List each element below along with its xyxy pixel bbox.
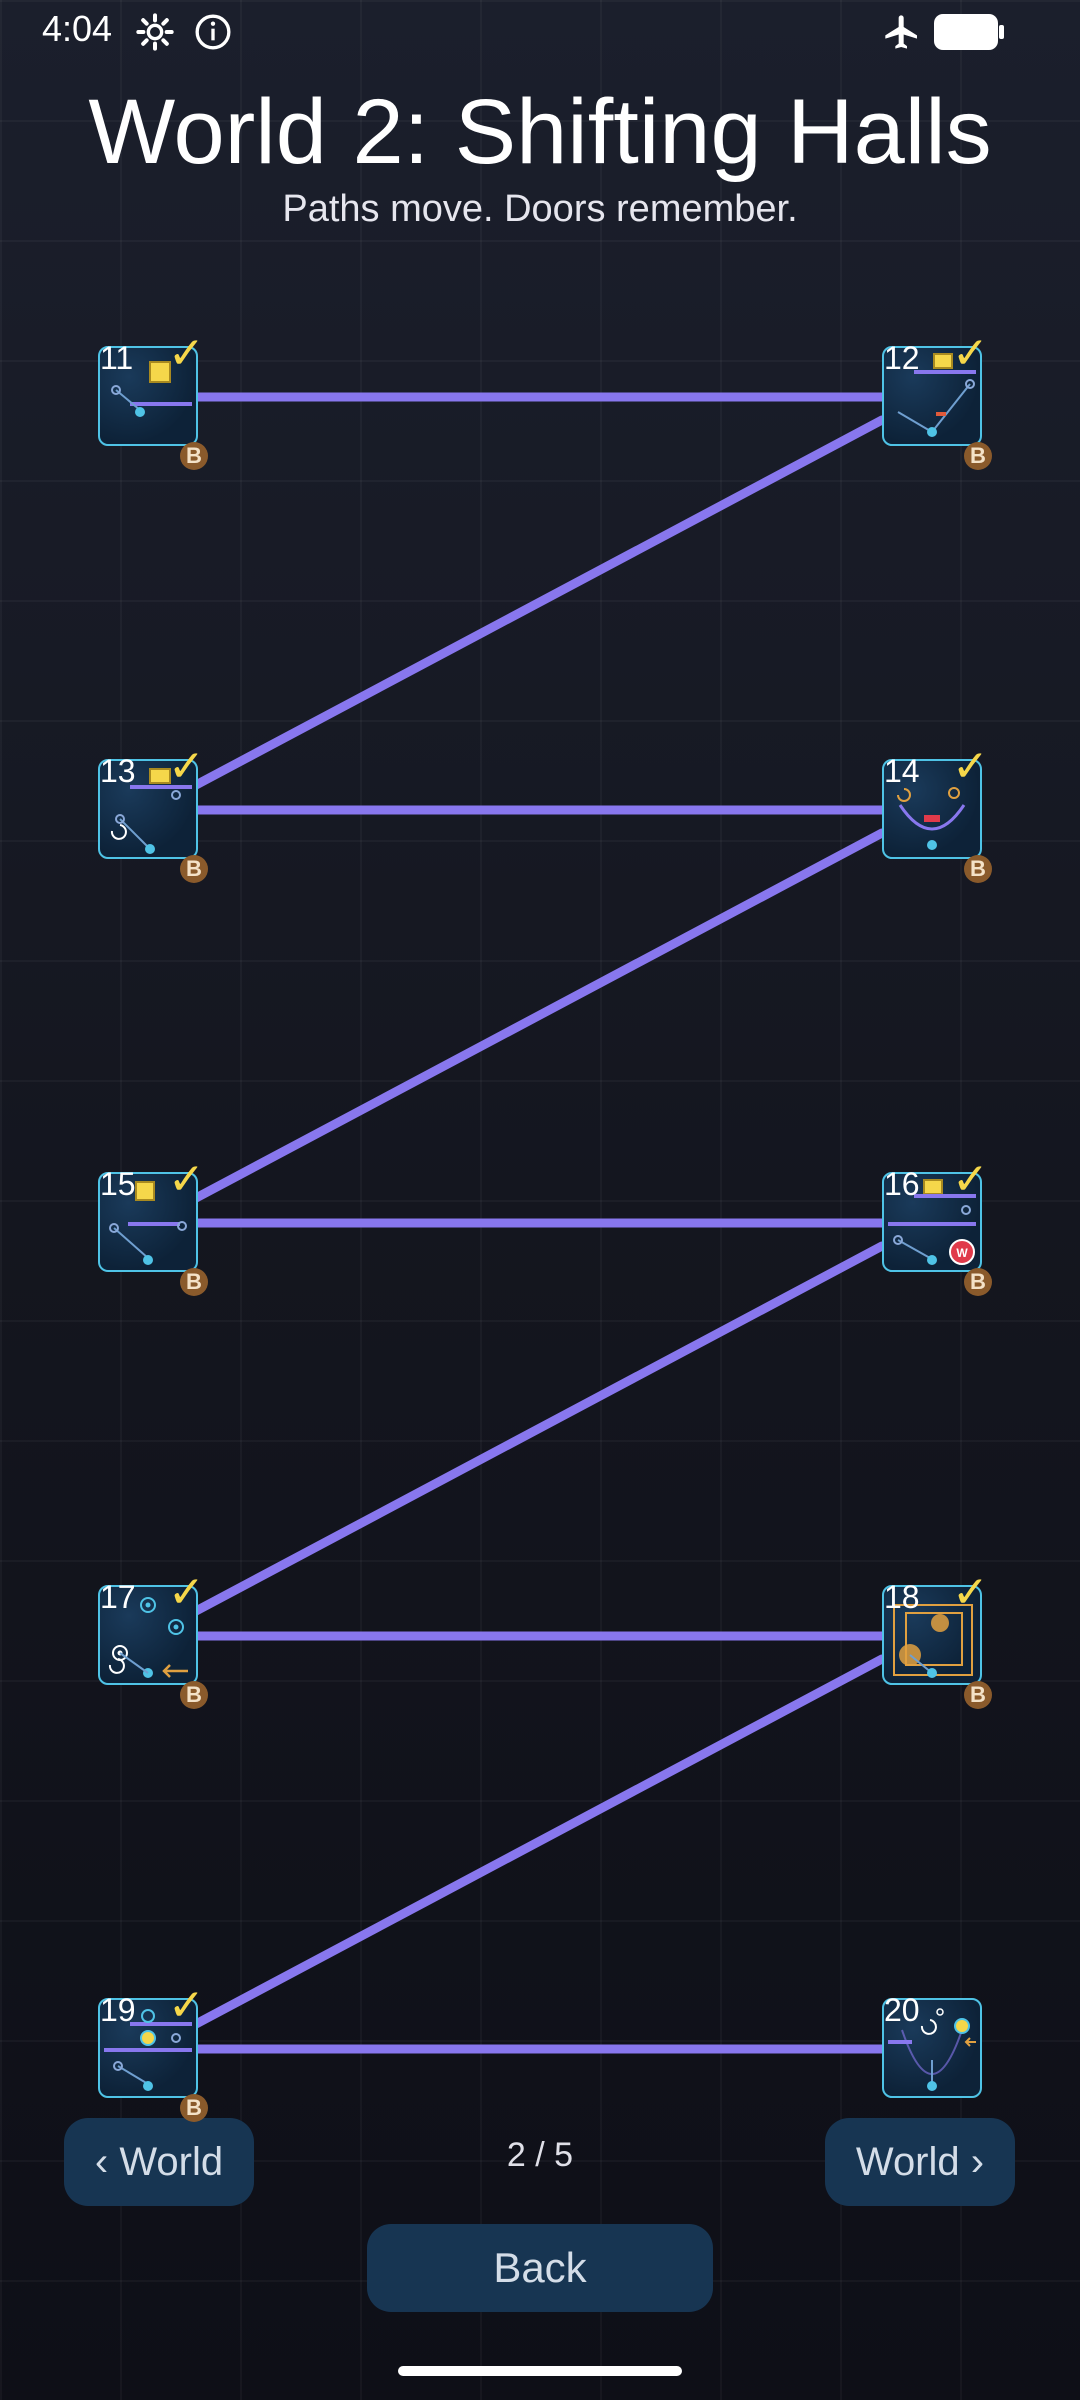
- level-thumbnail: [98, 1585, 198, 1685]
- level-thumbnail: [882, 346, 982, 446]
- puzzle-preview-icon: [893, 1604, 973, 1678]
- previous-world-button[interactable]: ‹ World: [64, 2118, 254, 2206]
- completed-check-icon: ✓: [952, 1567, 989, 1618]
- level-thumbnail: [98, 346, 198, 446]
- level-number: 12: [884, 340, 920, 376]
- completed-check-icon: ✓: [168, 328, 205, 379]
- level-thumbnail: [98, 759, 198, 859]
- settings-gear-icon: [136, 13, 174, 51]
- level-badge: B: [964, 1681, 992, 1709]
- level-thumbnail: [98, 1172, 198, 1272]
- level-number: 19: [100, 1992, 136, 2028]
- level-number: 14: [884, 753, 920, 789]
- puzzle-preview-icon: [888, 2008, 976, 2091]
- level-number: 11: [100, 340, 134, 376]
- level-18[interactable]: 18 ✓ B: [882, 1567, 992, 1709]
- level-badge: B: [964, 442, 992, 470]
- level-number: 20: [884, 1992, 920, 2028]
- puzzle-preview-icon: [104, 2009, 192, 2091]
- level-thumbnail: [882, 1585, 982, 1685]
- completed-check-icon: ✓: [952, 328, 989, 379]
- level-17[interactable]: 17 ✓ B: [98, 1567, 208, 1709]
- level-badge: B: [180, 1268, 208, 1296]
- level-thumbnail: [98, 1998, 198, 2098]
- level-11[interactable]: 11 ✓ B: [98, 328, 208, 470]
- status-bar: 4:04: [0, 0, 1080, 64]
- world-title: World 2: Shifting Halls: [88, 81, 992, 183]
- level-20[interactable]: 20: [882, 1992, 982, 2098]
- level-badge: B: [180, 1681, 208, 1709]
- level-thumbnail: W: [882, 1172, 982, 1272]
- level-thumbnail: [882, 759, 982, 859]
- completed-check-icon: ✓: [168, 1567, 205, 1618]
- level-badge: B: [964, 1268, 992, 1296]
- path-16-17: [191, 1241, 887, 1616]
- level-thumbnail: [882, 1998, 982, 2098]
- puzzle-preview-icon: [110, 768, 192, 854]
- level-14[interactable]: 14 ✓ B: [882, 741, 992, 883]
- level-badge: B: [964, 855, 992, 883]
- airplane-mode-icon: [885, 15, 917, 49]
- level-number: 17: [100, 1579, 136, 1615]
- level-number: 15: [100, 1166, 136, 1202]
- home-indicator[interactable]: [398, 2366, 682, 2376]
- puzzle-preview-icon: [111, 361, 192, 417]
- puzzle-preview-icon: [108, 1597, 188, 1678]
- completed-check-icon: ✓: [168, 741, 205, 792]
- info-icon: [195, 14, 231, 50]
- level-badge: B: [180, 442, 208, 470]
- path-14-15: [191, 828, 887, 1203]
- level-12[interactable]: 12 ✓ B: [882, 328, 992, 470]
- world-subtitle: Paths move. Doors remember.: [282, 188, 798, 230]
- puzzle-preview-icon: [897, 787, 966, 850]
- level-number: 13: [100, 753, 136, 789]
- next-world-button[interactable]: World ›: [825, 2118, 1015, 2206]
- level-number: 16: [884, 1166, 920, 1202]
- level-15[interactable]: 15 ✓ B: [98, 1154, 208, 1296]
- path-18-19: [191, 1654, 887, 2029]
- level-13[interactable]: 13 ✓ B: [98, 741, 208, 883]
- level-16[interactable]: W 16 ✓ B: [882, 1154, 992, 1296]
- world-page-indicator: 2 / 5: [506, 2136, 574, 2174]
- puzzle-preview-icon: [109, 1181, 187, 1265]
- completed-check-icon: ✓: [952, 741, 989, 792]
- level-badge: B: [180, 2094, 208, 2122]
- back-button[interactable]: Back: [367, 2224, 713, 2312]
- puzzle-preview-icon: W: [888, 1179, 976, 1265]
- battery-icon: [934, 14, 1004, 50]
- level-badge: B: [180, 855, 208, 883]
- path-12-13: [191, 415, 887, 790]
- puzzle-preview-icon: [897, 353, 976, 437]
- level-19[interactable]: 19 ✓ B: [98, 1980, 208, 2122]
- status-time: 4:04: [42, 8, 113, 49]
- level-number: 18: [884, 1579, 920, 1615]
- svg-text:W: W: [956, 1246, 968, 1260]
- completed-check-icon: ✓: [168, 1980, 205, 2031]
- completed-check-icon: ✓: [168, 1154, 205, 1205]
- completed-check-icon: ✓: [952, 1154, 989, 1205]
